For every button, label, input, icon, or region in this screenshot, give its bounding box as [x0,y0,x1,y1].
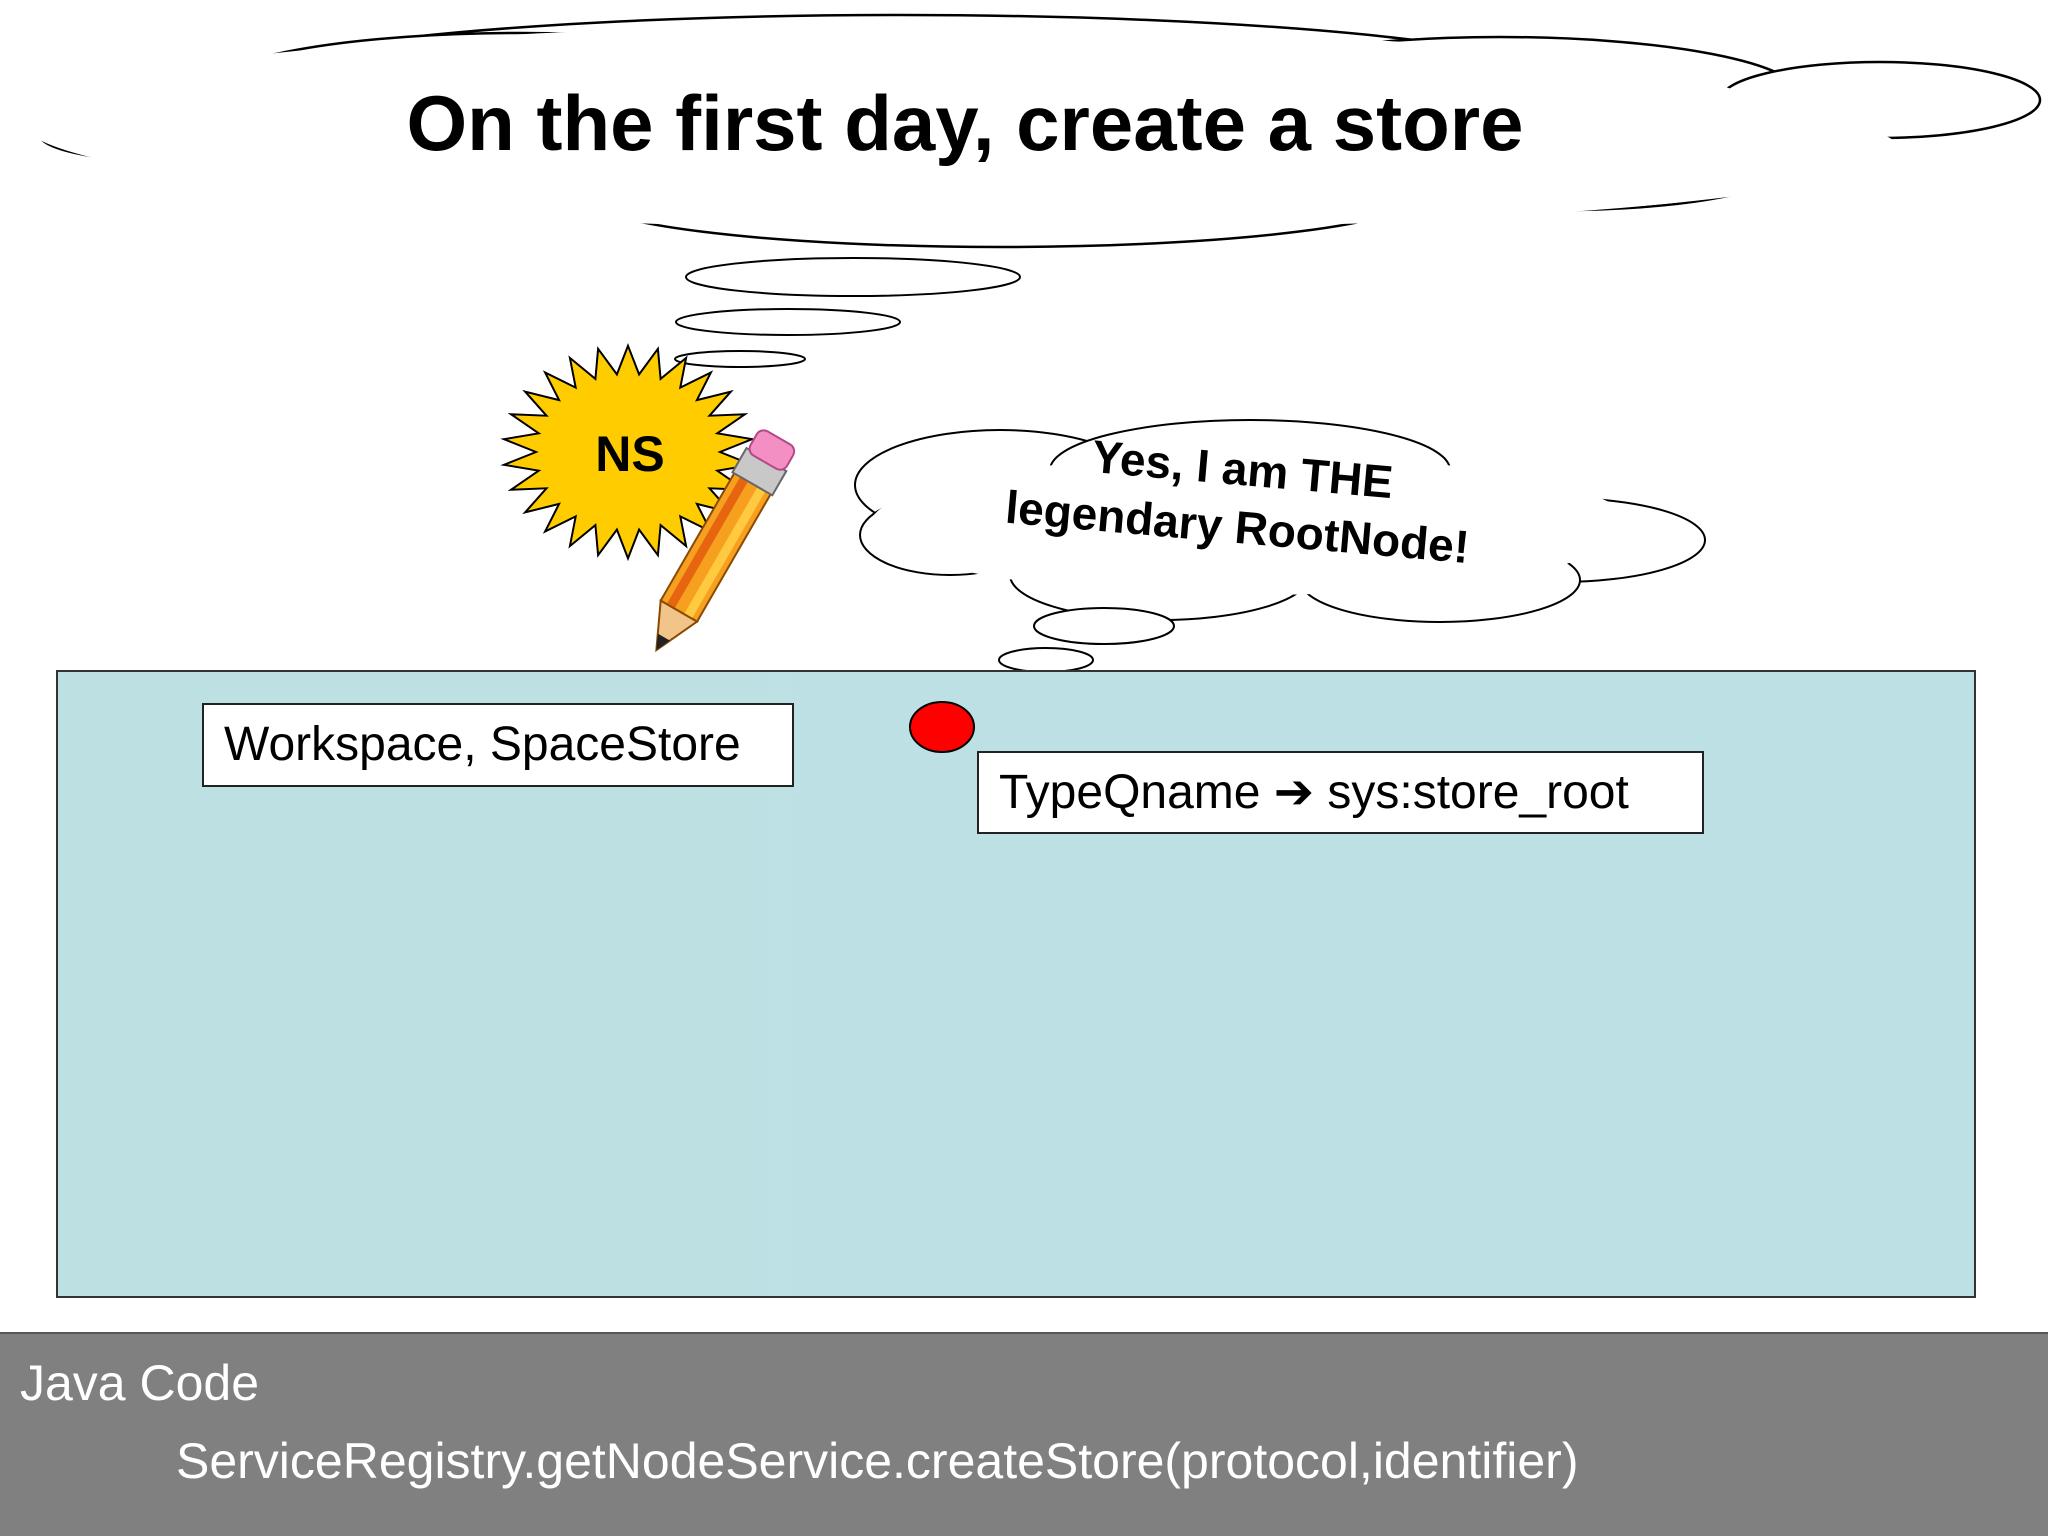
java-code-panel: Java Code ServiceRegistry.getNodeService… [0,1332,2048,1536]
thought-cloud-icon [854,419,1706,623]
starburst-icon [500,343,756,562]
code-line: ServiceRegistry.getNodeService.createSto… [176,1433,1579,1489]
type-qname-label: TypeQname ➔ sys:store_root [977,751,1704,834]
page-title: On the first day, create a store [406,79,1524,167]
ns-badge-label: NS [595,426,665,482]
cloud-trail-icon [674,257,1021,368]
code-heading: Java Code [20,1355,260,1411]
title-cloud-icon [20,13,2042,249]
root-node-dot-icon [909,701,975,753]
workspace-label: Workspace, SpaceStore [202,703,794,787]
pencil-icon [655,429,796,653]
